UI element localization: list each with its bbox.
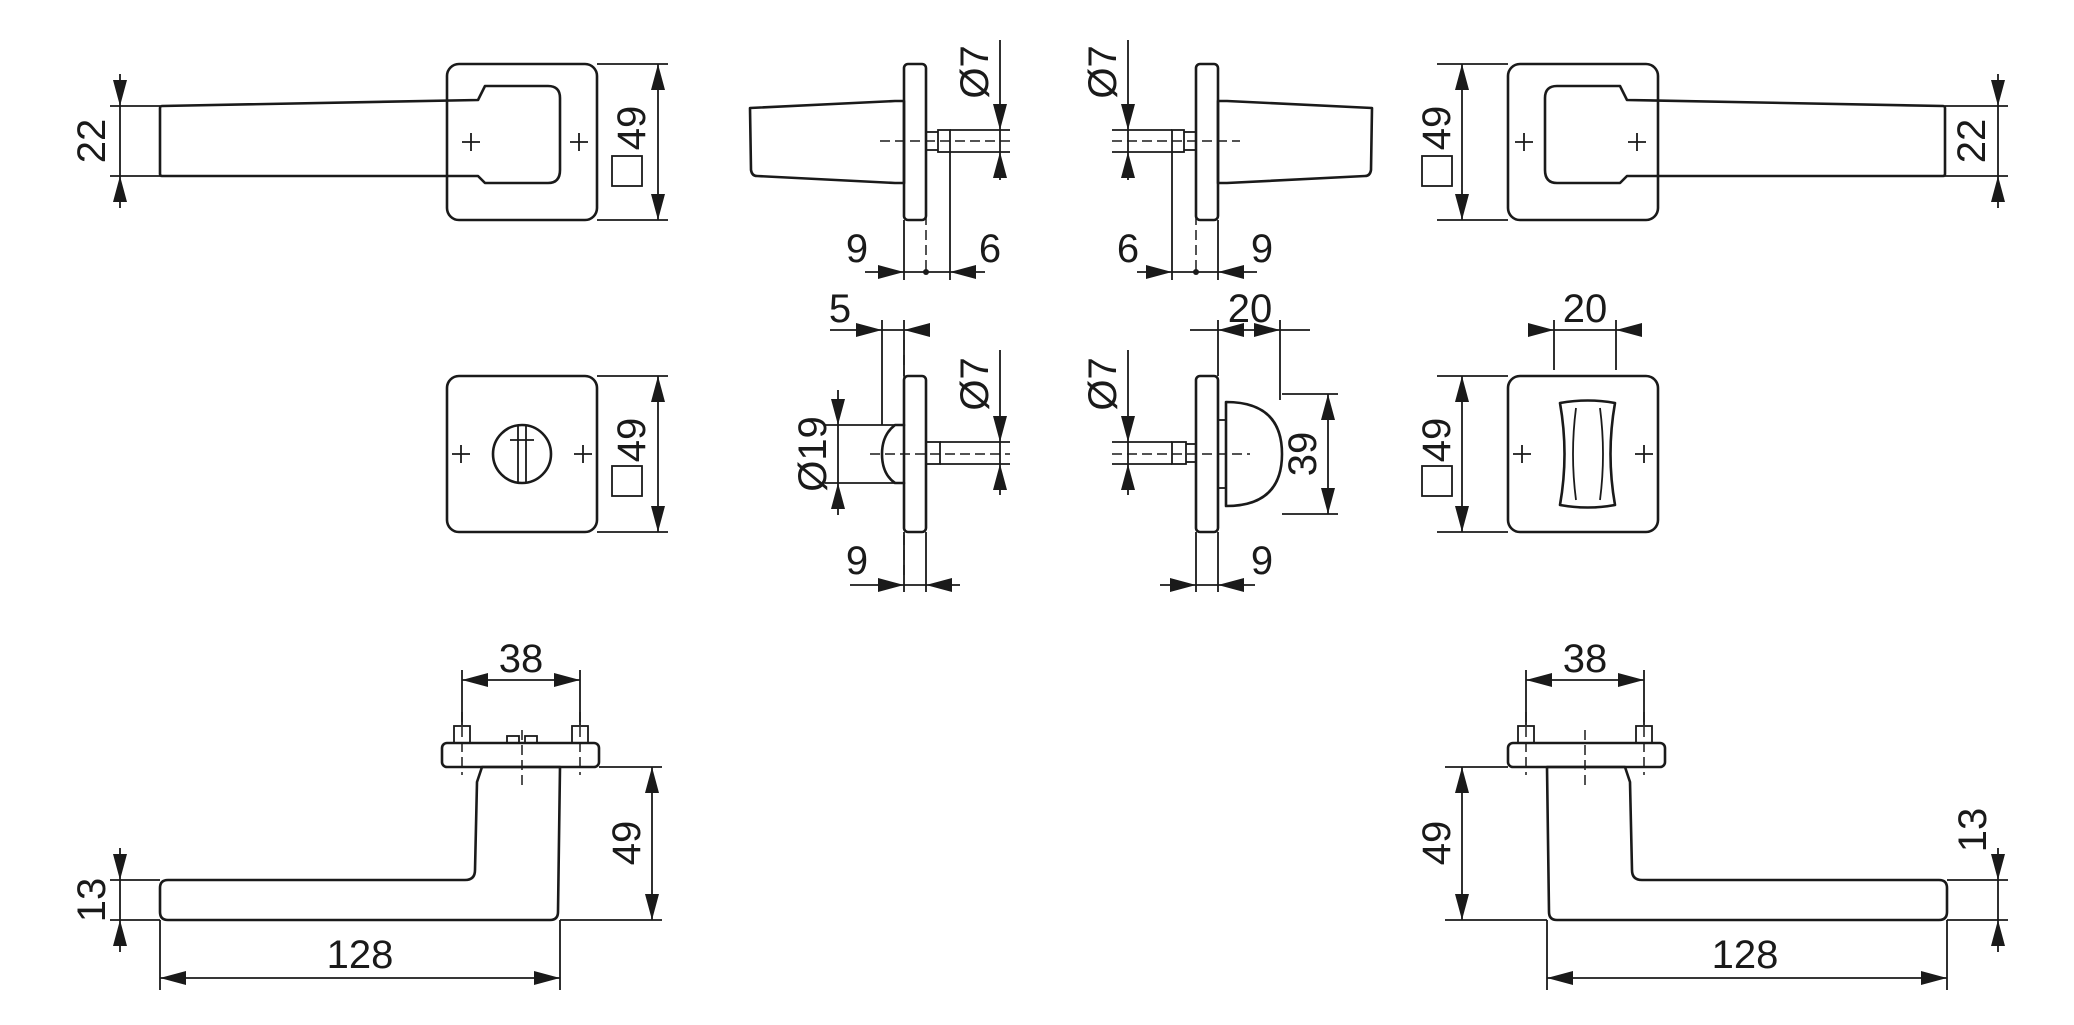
dim-label: 38 <box>1563 637 1608 681</box>
dim-label: 9 <box>846 227 868 271</box>
dim-label: 13 <box>1951 808 1995 853</box>
side-view-indicator <box>1112 320 1338 592</box>
dim-label: 49 <box>1415 418 1459 463</box>
dim-label: 49 <box>1415 106 1459 151</box>
dim-label: 22 <box>70 119 114 164</box>
dim-label: 49 <box>610 418 654 463</box>
dim-label: Ø7 <box>953 45 997 98</box>
dim-label: 6 <box>1117 227 1139 271</box>
front-view-indicator-rose <box>1421 320 1660 534</box>
dim-label: 49 <box>610 106 654 151</box>
top-view-lever-left <box>110 670 662 990</box>
dim-label: Ø19 <box>791 416 835 492</box>
dim-label: Ø7 <box>953 357 997 410</box>
dim-label: Ø7 <box>1081 45 1125 98</box>
dim-label: 20 <box>1228 287 1273 331</box>
front-view-handle-left <box>110 62 668 222</box>
top-view-lever-right <box>1445 670 2008 990</box>
dim-label: 49 <box>1415 821 1459 866</box>
dim-label: 9 <box>1251 227 1273 271</box>
dim-label: 20 <box>1563 287 1608 331</box>
side-view-lever-right <box>1112 40 1374 280</box>
side-view-lever-left <box>748 40 1010 280</box>
dim-label: 6 <box>979 227 1001 271</box>
dim-label: 128 <box>1712 933 1779 977</box>
dim-label: 49 <box>605 821 649 866</box>
dim-label: 5 <box>829 287 851 331</box>
dim-label: 38 <box>499 637 544 681</box>
side-view-turn-knob <box>825 320 1010 592</box>
dim-label: 9 <box>1251 539 1273 583</box>
dim-label: 128 <box>327 933 394 977</box>
front-view-turn-rose <box>445 374 668 534</box>
dim-label: 9 <box>846 539 868 583</box>
dim-label: Ø7 <box>1081 357 1125 410</box>
dim-label: 39 <box>1281 432 1325 477</box>
dim-label: 13 <box>70 878 114 923</box>
front-view-handle-right <box>1421 62 2008 222</box>
dim-label: 22 <box>1950 119 1994 164</box>
